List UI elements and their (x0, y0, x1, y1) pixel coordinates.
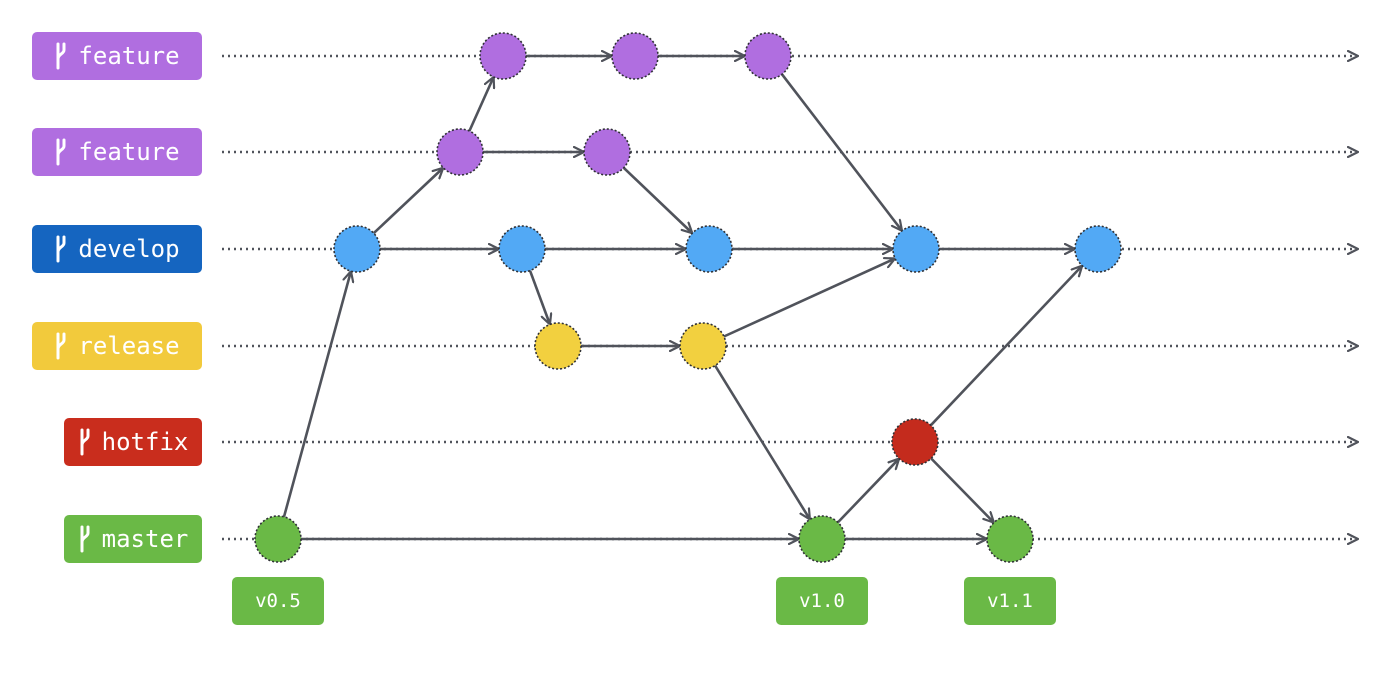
commit-node-hotfix[interactable] (891, 418, 939, 466)
branch-label-develop[interactable]: develop (32, 225, 202, 273)
git-branch-icon (80, 428, 90, 456)
commit-edge-m2-h1 (836, 459, 899, 524)
commit-node-master[interactable] (986, 515, 1034, 563)
commit-node-develop[interactable] (892, 225, 940, 273)
git-branch-icon (80, 525, 90, 553)
git-branch-icon (56, 42, 66, 70)
commit-node-develop[interactable] (1074, 225, 1122, 273)
branch-label-text: feature (78, 42, 180, 70)
commit-node-release[interactable] (534, 322, 582, 370)
branch-label-feature[interactable]: feature (32, 32, 202, 80)
commit-edge-h1-m3 (930, 457, 993, 522)
git-branch-icon (56, 332, 66, 360)
version-tag[interactable]: v1.1 (964, 577, 1056, 625)
commit-node-develop[interactable] (685, 225, 733, 273)
branch-lanes (222, 56, 1357, 539)
commit-edge-d2-r1 (528, 270, 550, 324)
commit-edge-d1-fb1 (372, 169, 443, 235)
branch-label-feature[interactable]: feature (32, 128, 202, 176)
commit-edge-m1-d1 (282, 272, 351, 518)
commit-edge-r2-m2 (713, 364, 809, 519)
branch-label-master[interactable]: master (64, 515, 202, 563)
commit-edge-fb1-fa1 (468, 78, 493, 132)
commit-node-feature_a[interactable] (744, 32, 792, 80)
commit-node-develop[interactable] (333, 225, 381, 273)
commit-edge-h1-d5 (929, 266, 1082, 427)
branch-label-text: develop (78, 235, 180, 263)
git-branch-icon (56, 138, 66, 166)
commit-edges (282, 56, 1082, 539)
branch-label-text: release (78, 332, 180, 360)
commit-edge-fa3-d4 (780, 73, 901, 230)
branch-label-release[interactable]: release (32, 322, 202, 370)
commit-node-develop[interactable] (498, 225, 546, 273)
commit-node-release[interactable] (679, 322, 727, 370)
commit-node-feature_a[interactable] (479, 32, 527, 80)
branch-label-text: hotfix (101, 428, 189, 456)
version-tag[interactable]: v1.0 (776, 577, 868, 625)
commit-node-feature_b[interactable] (583, 128, 631, 176)
commit-node-feature_b[interactable] (436, 128, 484, 176)
commit-edge-fb2-d3 (622, 166, 692, 233)
version-tag[interactable]: v0.5 (232, 577, 324, 625)
branch-label-text: master (101, 525, 189, 553)
commit-nodes (254, 32, 1122, 563)
commit-node-feature_a[interactable] (611, 32, 659, 80)
branch-label-text: feature (78, 138, 180, 166)
git-branch-icon (56, 235, 66, 263)
commit-edge-r2-d4 (723, 259, 894, 338)
commit-node-master[interactable] (254, 515, 302, 563)
commit-node-master[interactable] (798, 515, 846, 563)
branch-label-hotfix[interactable]: hotfix (64, 418, 202, 466)
